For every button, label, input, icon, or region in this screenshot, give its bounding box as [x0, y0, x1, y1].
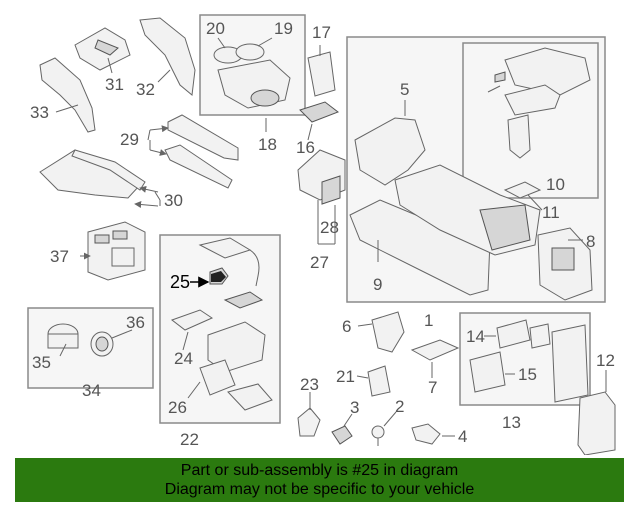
callout-21: 21 [336, 367, 355, 386]
part-26-boot [187, 359, 273, 411]
part-21-clip [356, 365, 391, 397]
callout-27: 27 [310, 253, 329, 272]
footer-line-2: Diagram may not be specific to your vehi… [164, 481, 475, 498]
part-4-clip [411, 423, 455, 445]
part-14-switch [484, 319, 551, 349]
part-5-console-front [354, 100, 426, 186]
callout-18: 18 [258, 135, 277, 154]
callout-20: 20 [206, 19, 225, 38]
callout-16: 16 [296, 138, 315, 157]
part-25-connector [209, 267, 229, 285]
part-29-trim-strip [147, 114, 239, 189]
callout-28: 28 [320, 218, 339, 237]
part-16-pad [299, 101, 340, 141]
callout-22: 22 [180, 430, 199, 449]
part-8-rear-bezel [537, 227, 593, 301]
part-7-bracket [410, 339, 460, 378]
callout-5: 5 [400, 80, 409, 99]
parts-diagram: 20 19 17 31 32 33 5 29 18 16 10 30 11 28… [27, 14, 616, 455]
callout-6: 6 [342, 317, 351, 336]
callout-14: 14 [466, 327, 485, 346]
callout-36: 36 [126, 313, 145, 332]
callout-11: 11 [542, 203, 560, 222]
part-15-switch [469, 324, 589, 403]
part-22-wiring [198, 237, 260, 287]
part-12-rear-panel [577, 370, 616, 455]
part-2-screw [371, 411, 397, 446]
callout-33: 33 [30, 103, 49, 122]
part-36-cap [90, 329, 133, 357]
callout-31: 31 [105, 75, 124, 94]
callout-32: 32 [136, 80, 155, 99]
callout-25: 25 [170, 272, 190, 292]
part-27-shifter-base [297, 149, 346, 245]
part-9-console-body [349, 164, 541, 296]
callout-2: 2 [395, 397, 404, 416]
callout-29: 29 [120, 130, 139, 149]
part-18-cupholder [217, 59, 291, 132]
callout-17: 17 [312, 23, 331, 42]
callout-35: 35 [32, 353, 51, 372]
part-30-long-trim [39, 149, 161, 209]
callout-10: 10 [546, 175, 565, 194]
callout-37: 37 [50, 247, 69, 266]
callout-30: 30 [164, 191, 183, 210]
part-23-clip [297, 392, 321, 437]
part-37-switch-bezel [80, 221, 146, 281]
part-17-bracket [307, 45, 336, 97]
callout-19: 19 [274, 19, 293, 38]
footer-banner: Part or sub-assembly is #25 in diagram D… [15, 458, 624, 502]
part-31-bracket [74, 27, 131, 74]
callout-4: 4 [458, 427, 467, 446]
callout-3: 3 [350, 398, 359, 417]
callout-24: 24 [174, 349, 193, 368]
part-32-side-panel [139, 17, 196, 96]
callout-7: 7 [428, 378, 437, 397]
part-3-fastener [331, 413, 353, 445]
part-11-pad [503, 181, 543, 211]
callout-12: 12 [596, 351, 615, 370]
callout-26: 26 [168, 398, 187, 417]
part-10-armrest [487, 47, 591, 159]
callout-13: 13 [502, 413, 521, 432]
callout-8: 8 [586, 232, 595, 251]
part-24-bezel [170, 291, 266, 373]
callout-15: 15 [518, 365, 537, 384]
part-33-trim-panel [39, 57, 96, 133]
footer-line-1: Part or sub-assembly is #25 in diagram [180, 462, 459, 479]
part-20-19-rings [213, 37, 273, 64]
part-35-socket [47, 323, 79, 357]
callout-9: 9 [373, 275, 382, 294]
callout-1: 1 [424, 311, 433, 330]
callout-23: 23 [300, 375, 319, 394]
callout-34: 34 [82, 381, 101, 400]
part-6-bracket [357, 311, 405, 353]
